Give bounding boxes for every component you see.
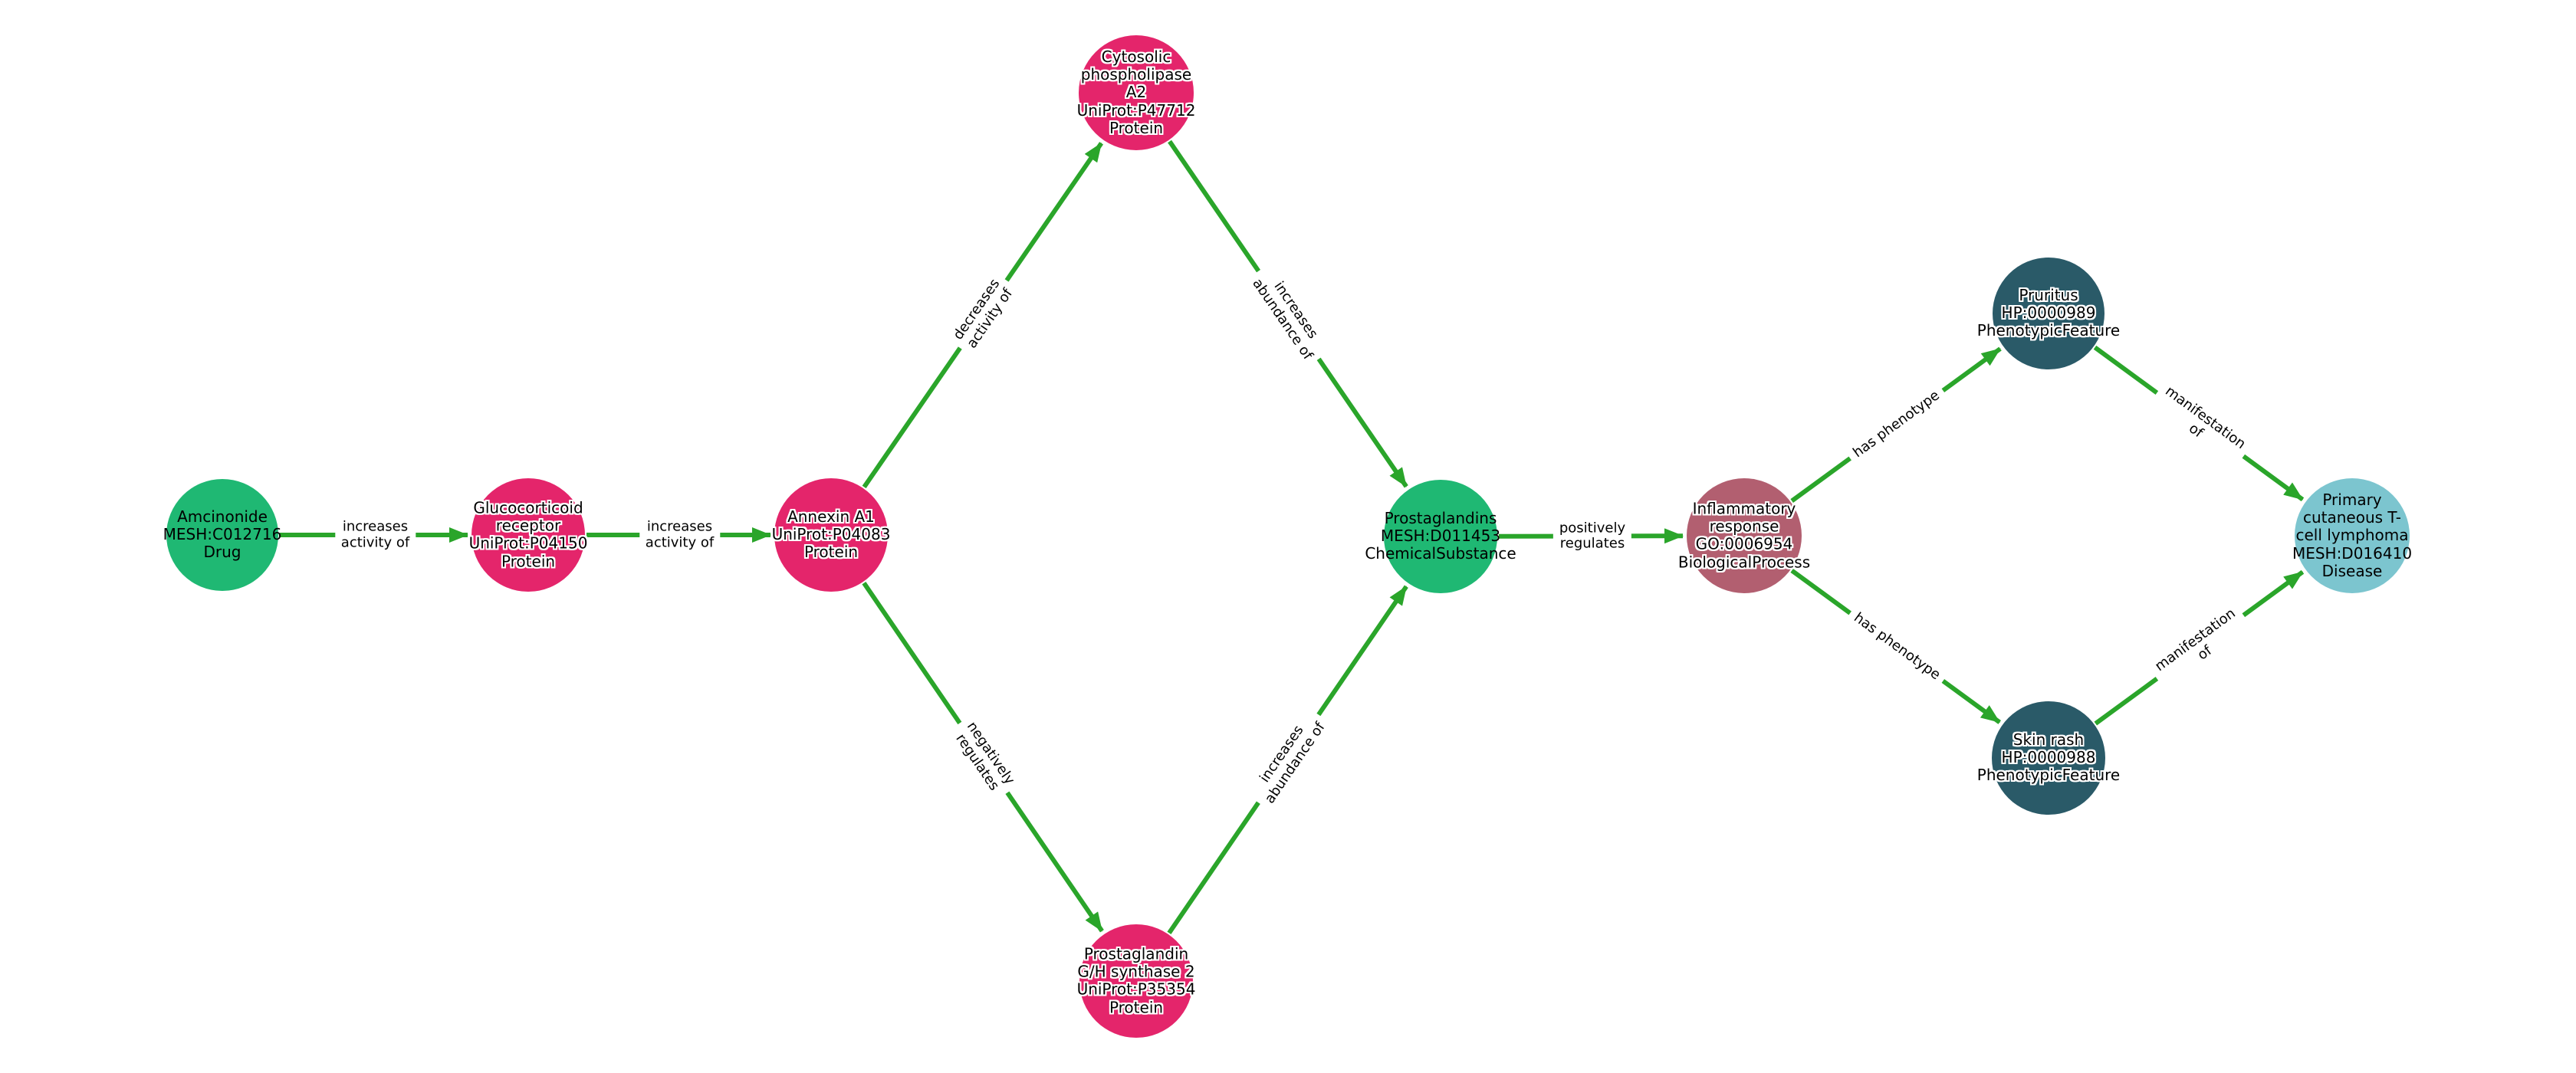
graph-node-prostaglandins[interactable]: Prostaglandins MESH:D011453 ChemicalSubs…	[1365, 480, 1516, 593]
node-label: Cytosolic phospholipase A2 UniProt:P4771…	[1076, 48, 1196, 137]
graph-node-glucocorticoid-receptor[interactable]: Glucocorticoid receptor UniProt:P04150 P…	[468, 478, 588, 592]
graph-node-cytosolic-phospholipase-a2[interactable]: Cytosolic phospholipase A2 UniProt:P4771…	[1076, 35, 1196, 150]
graph-node-pruritus[interactable]: Pruritus HP:0000989 PhenotypicFeature	[1977, 258, 2120, 369]
graph-node-inflammatory-response[interactable]: Inflammatory response GO:0006954 Biologi…	[1678, 478, 1810, 593]
graph-node-annexin-a1[interactable]: Annexin A1 UniProt:P04083 Protein	[771, 478, 891, 592]
node-label: Prostaglandins MESH:D011453 ChemicalSubs…	[1365, 509, 1516, 563]
edge-label-prostaglandins--inflammatory-response: positively regulates	[1552, 517, 1632, 555]
edge-label-glucocorticoid-receptor--annexin-a1: increases activity of	[639, 517, 721, 553]
edge-label-amcinonide--glucocorticoid-receptor: increases activity of	[334, 517, 416, 553]
node-label: Inflammatory response GO:0006954 Biologi…	[1677, 499, 1811, 572]
node-label: Pruritus HP:0000989 PhenotypicFeature	[1976, 286, 2121, 340]
graph-node-prostaglandin-gh-synthase-2[interactable]: Prostaglandin G/H synthase 2 UniProt:P35…	[1076, 924, 1196, 1038]
node-label: Skin rash HP:0000988 PhenotypicFeature	[1976, 730, 2121, 785]
node-label: Primary cutaneous T- cell lymphoma MESH:…	[2292, 491, 2413, 580]
graph-node-primary-cutaneous-t-cell-lymphoma[interactable]: Primary cutaneous T- cell lymphoma MESH:…	[2292, 478, 2413, 593]
node-label: Glucocorticoid receptor UniProt:P04150 P…	[468, 498, 588, 571]
graph-node-skin-rash[interactable]: Skin rash HP:0000988 PhenotypicFeature	[1977, 701, 2120, 815]
node-label: Amcinonide MESH:C012716 Drug	[163, 507, 282, 562]
node-label: Annexin A1 UniProt:P04083 Protein	[771, 507, 891, 562]
graph-node-amcinonide[interactable]: Amcinonide MESH:C012716 Drug	[163, 479, 281, 591]
node-label: Prostaglandin G/H synthase 2 UniProt:P35…	[1076, 944, 1196, 1017]
